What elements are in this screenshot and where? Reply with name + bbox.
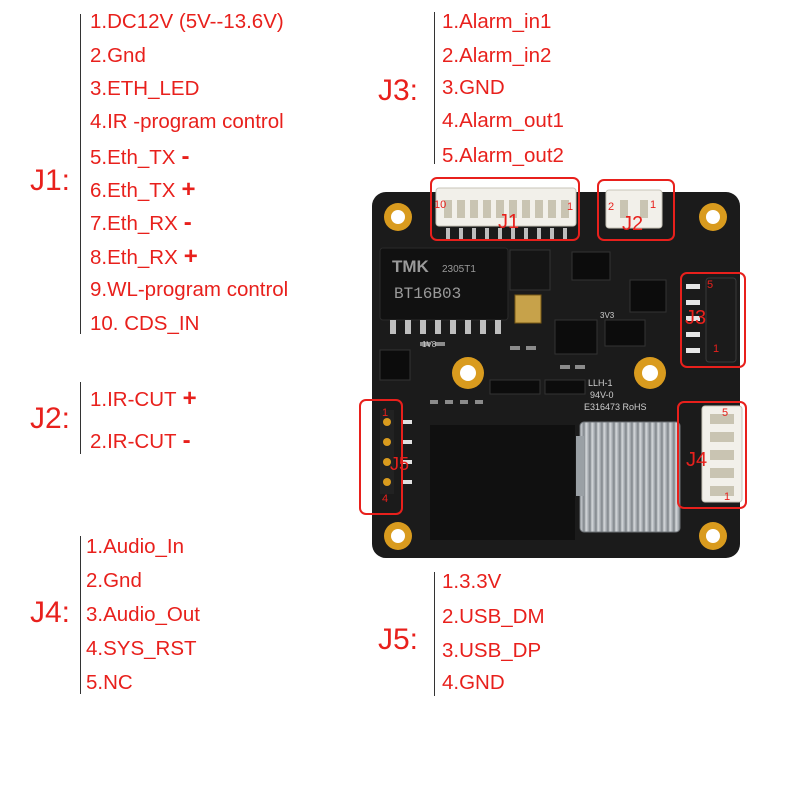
j3-bracket <box>434 12 435 164</box>
j2-pin-1-row: 1.IR-CUT+ <box>90 387 197 412</box>
j5-highlight-box <box>359 399 403 515</box>
j3-board-label: J3 <box>685 307 706 329</box>
j2-pin-low-marker: 1 <box>650 199 656 211</box>
j1-pin-5-row: 5.Eth_TX- <box>90 145 189 170</box>
ethernet-shield <box>576 421 681 533</box>
chip-text-3: BT16B03 <box>394 285 461 303</box>
bottom-chip-area <box>430 425 575 540</box>
j2-pin-1-sign: + <box>182 385 197 412</box>
j5-pin-1: 1.3.3V <box>442 570 502 593</box>
j2-connector <box>605 189 663 229</box>
silk-marking-1: LLH-1 <box>588 378 613 388</box>
j2-pin-2-row: 2.IR-CUT- <box>90 429 191 454</box>
j4-bracket <box>80 536 81 694</box>
j4-board-label: J4 <box>686 449 707 471</box>
j3-connector <box>686 277 737 363</box>
j1-pin-8: 8.Eth_RX <box>90 246 178 269</box>
smd-components <box>379 249 667 395</box>
j1-pin-8-row: 8.Eth_RX+ <box>90 245 198 270</box>
j4-highlight-box <box>677 401 747 509</box>
silk-1v8: 1V8 <box>422 340 437 349</box>
silk-3v3: 3V3 <box>600 311 615 320</box>
tantalum-capacitor <box>514 294 542 324</box>
j1-pin-1: 1.DC12V (5V--13.6V) <box>90 10 284 33</box>
j1-pin-8-sign: + <box>183 243 198 270</box>
j1-pin-5-sign: - <box>181 143 190 170</box>
ethernet-transformer-chip: TMK 2305T1 BT16B03 <box>379 247 509 334</box>
j1-pin-9: 9.WL-program control <box>90 278 289 301</box>
j5-pads <box>380 410 412 494</box>
j1-pin-3: 3.ETH_LED <box>90 77 200 100</box>
silkscreen-dots <box>420 342 585 404</box>
j3-label: J3: <box>378 74 419 107</box>
j3-pin-3: 3.GND <box>442 76 505 99</box>
j3-pin-2: 2.Alarm_in2 <box>442 44 552 67</box>
j4-pin-4: 4.SYS_RST <box>86 637 197 660</box>
j1-pin-7: 7.Eth_RX <box>90 212 178 235</box>
silk-marking-3: E316473 RoHS <box>584 402 647 412</box>
mounting-holes <box>384 203 727 550</box>
j3-pin-high-marker: 5 <box>707 279 713 291</box>
j2-bracket <box>80 382 81 454</box>
j4-pin-1: 1.Audio_In <box>86 535 185 558</box>
j1-pin-low-marker: 1 <box>567 201 573 213</box>
j5-pin-4: 4.GND <box>442 671 505 694</box>
j2-label: J2: <box>30 402 71 435</box>
j3-highlight-box <box>680 272 746 368</box>
j1-pin-6: 6.Eth_TX <box>90 179 176 202</box>
j4-pin-3: 3.Audio_Out <box>86 603 200 626</box>
j5-pin-high-marker: 1 <box>382 407 388 419</box>
j5-bracket <box>434 572 435 696</box>
j1-pin-7-row: 7.Eth_RX- <box>90 211 192 236</box>
j4-pin-high-marker: 5 <box>722 407 728 419</box>
j1-pin-10: 10. CDS_IN <box>90 312 200 335</box>
j3-pin-4: 4.Alarm_out1 <box>442 109 564 132</box>
j3-pin-low-marker: 1 <box>713 343 719 355</box>
j4-pin-low-marker: 1 <box>724 491 730 503</box>
j2-highlight-box <box>597 179 675 241</box>
j4-connector <box>701 405 743 503</box>
j2-pin-1: 1.IR-CUT <box>90 388 177 411</box>
chip-text-1: TMK <box>392 257 430 276</box>
j1-pin-6-sign: + <box>181 176 196 203</box>
j1-pin-2: 2.Gnd <box>90 44 146 67</box>
j4-pin-2: 2.Gnd <box>86 569 142 592</box>
j5-pin-low-marker: 4 <box>382 493 388 505</box>
silk-marking-2: 94V-0 <box>590 390 614 400</box>
j4-pin-5: 5.NC <box>86 671 133 694</box>
j2-pin-2: 2.IR-CUT <box>90 430 177 453</box>
pcb-board-photo: TMK 2305T1 BT16B03 1V8 3V3 LLH-1 94V-0 E… <box>359 177 747 558</box>
j4-label: J4: <box>30 596 71 629</box>
j2-board-label: J2 <box>622 213 643 235</box>
j1-label: J1: <box>30 164 71 197</box>
j3-pin-1: 1.Alarm_in1 <box>442 10 552 33</box>
j1-pin-5: 5.Eth_TX <box>90 146 176 169</box>
j3-pin-5: 5.Alarm_out2 <box>442 144 564 167</box>
j5-pin-2: 2.USB_DM <box>442 605 545 628</box>
j5-board-label: J5 <box>390 454 409 474</box>
j1-pin-7-sign: - <box>183 209 192 236</box>
j5-label: J5: <box>378 623 419 656</box>
j1-connector <box>435 187 577 240</box>
j5-pin-3: 3.USB_DP <box>442 639 542 662</box>
chip-text-2: 2305T1 <box>442 264 476 275</box>
j1-pin-6-row: 6.Eth_TX+ <box>90 178 195 203</box>
j1-pin-high-marker: 10 <box>434 199 446 211</box>
j2-pin-high-marker: 2 <box>608 201 614 213</box>
j1-bracket <box>80 14 81 334</box>
j1-highlight-box <box>430 177 580 241</box>
j2-pin-2-sign: - <box>182 427 191 454</box>
j1-pin-4: 4.IR -program control <box>90 110 284 133</box>
j1-board-label: J1 <box>498 211 519 233</box>
